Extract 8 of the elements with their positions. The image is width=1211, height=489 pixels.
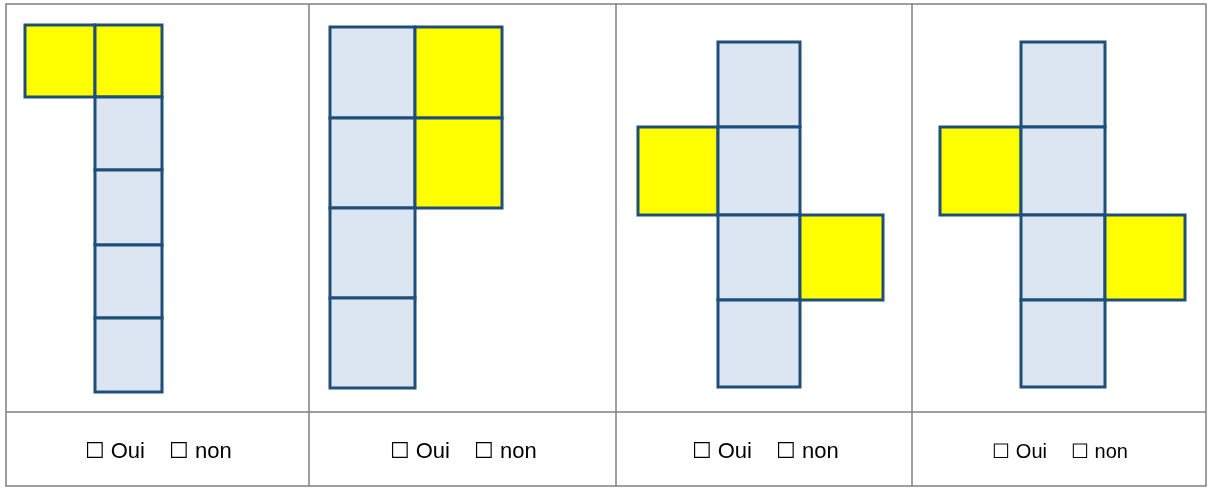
option-label: ☐ non xyxy=(776,438,839,464)
option-label: ☐ Oui xyxy=(691,438,752,464)
option-label: ☐ non xyxy=(1071,439,1128,464)
option-label: ☐ non xyxy=(169,438,232,464)
option-label: ☐ non xyxy=(474,438,537,464)
option-label: ☐ Oui xyxy=(84,438,145,464)
option-label: ☐ Oui xyxy=(389,438,450,464)
option-label: ☐ Oui xyxy=(992,439,1047,464)
